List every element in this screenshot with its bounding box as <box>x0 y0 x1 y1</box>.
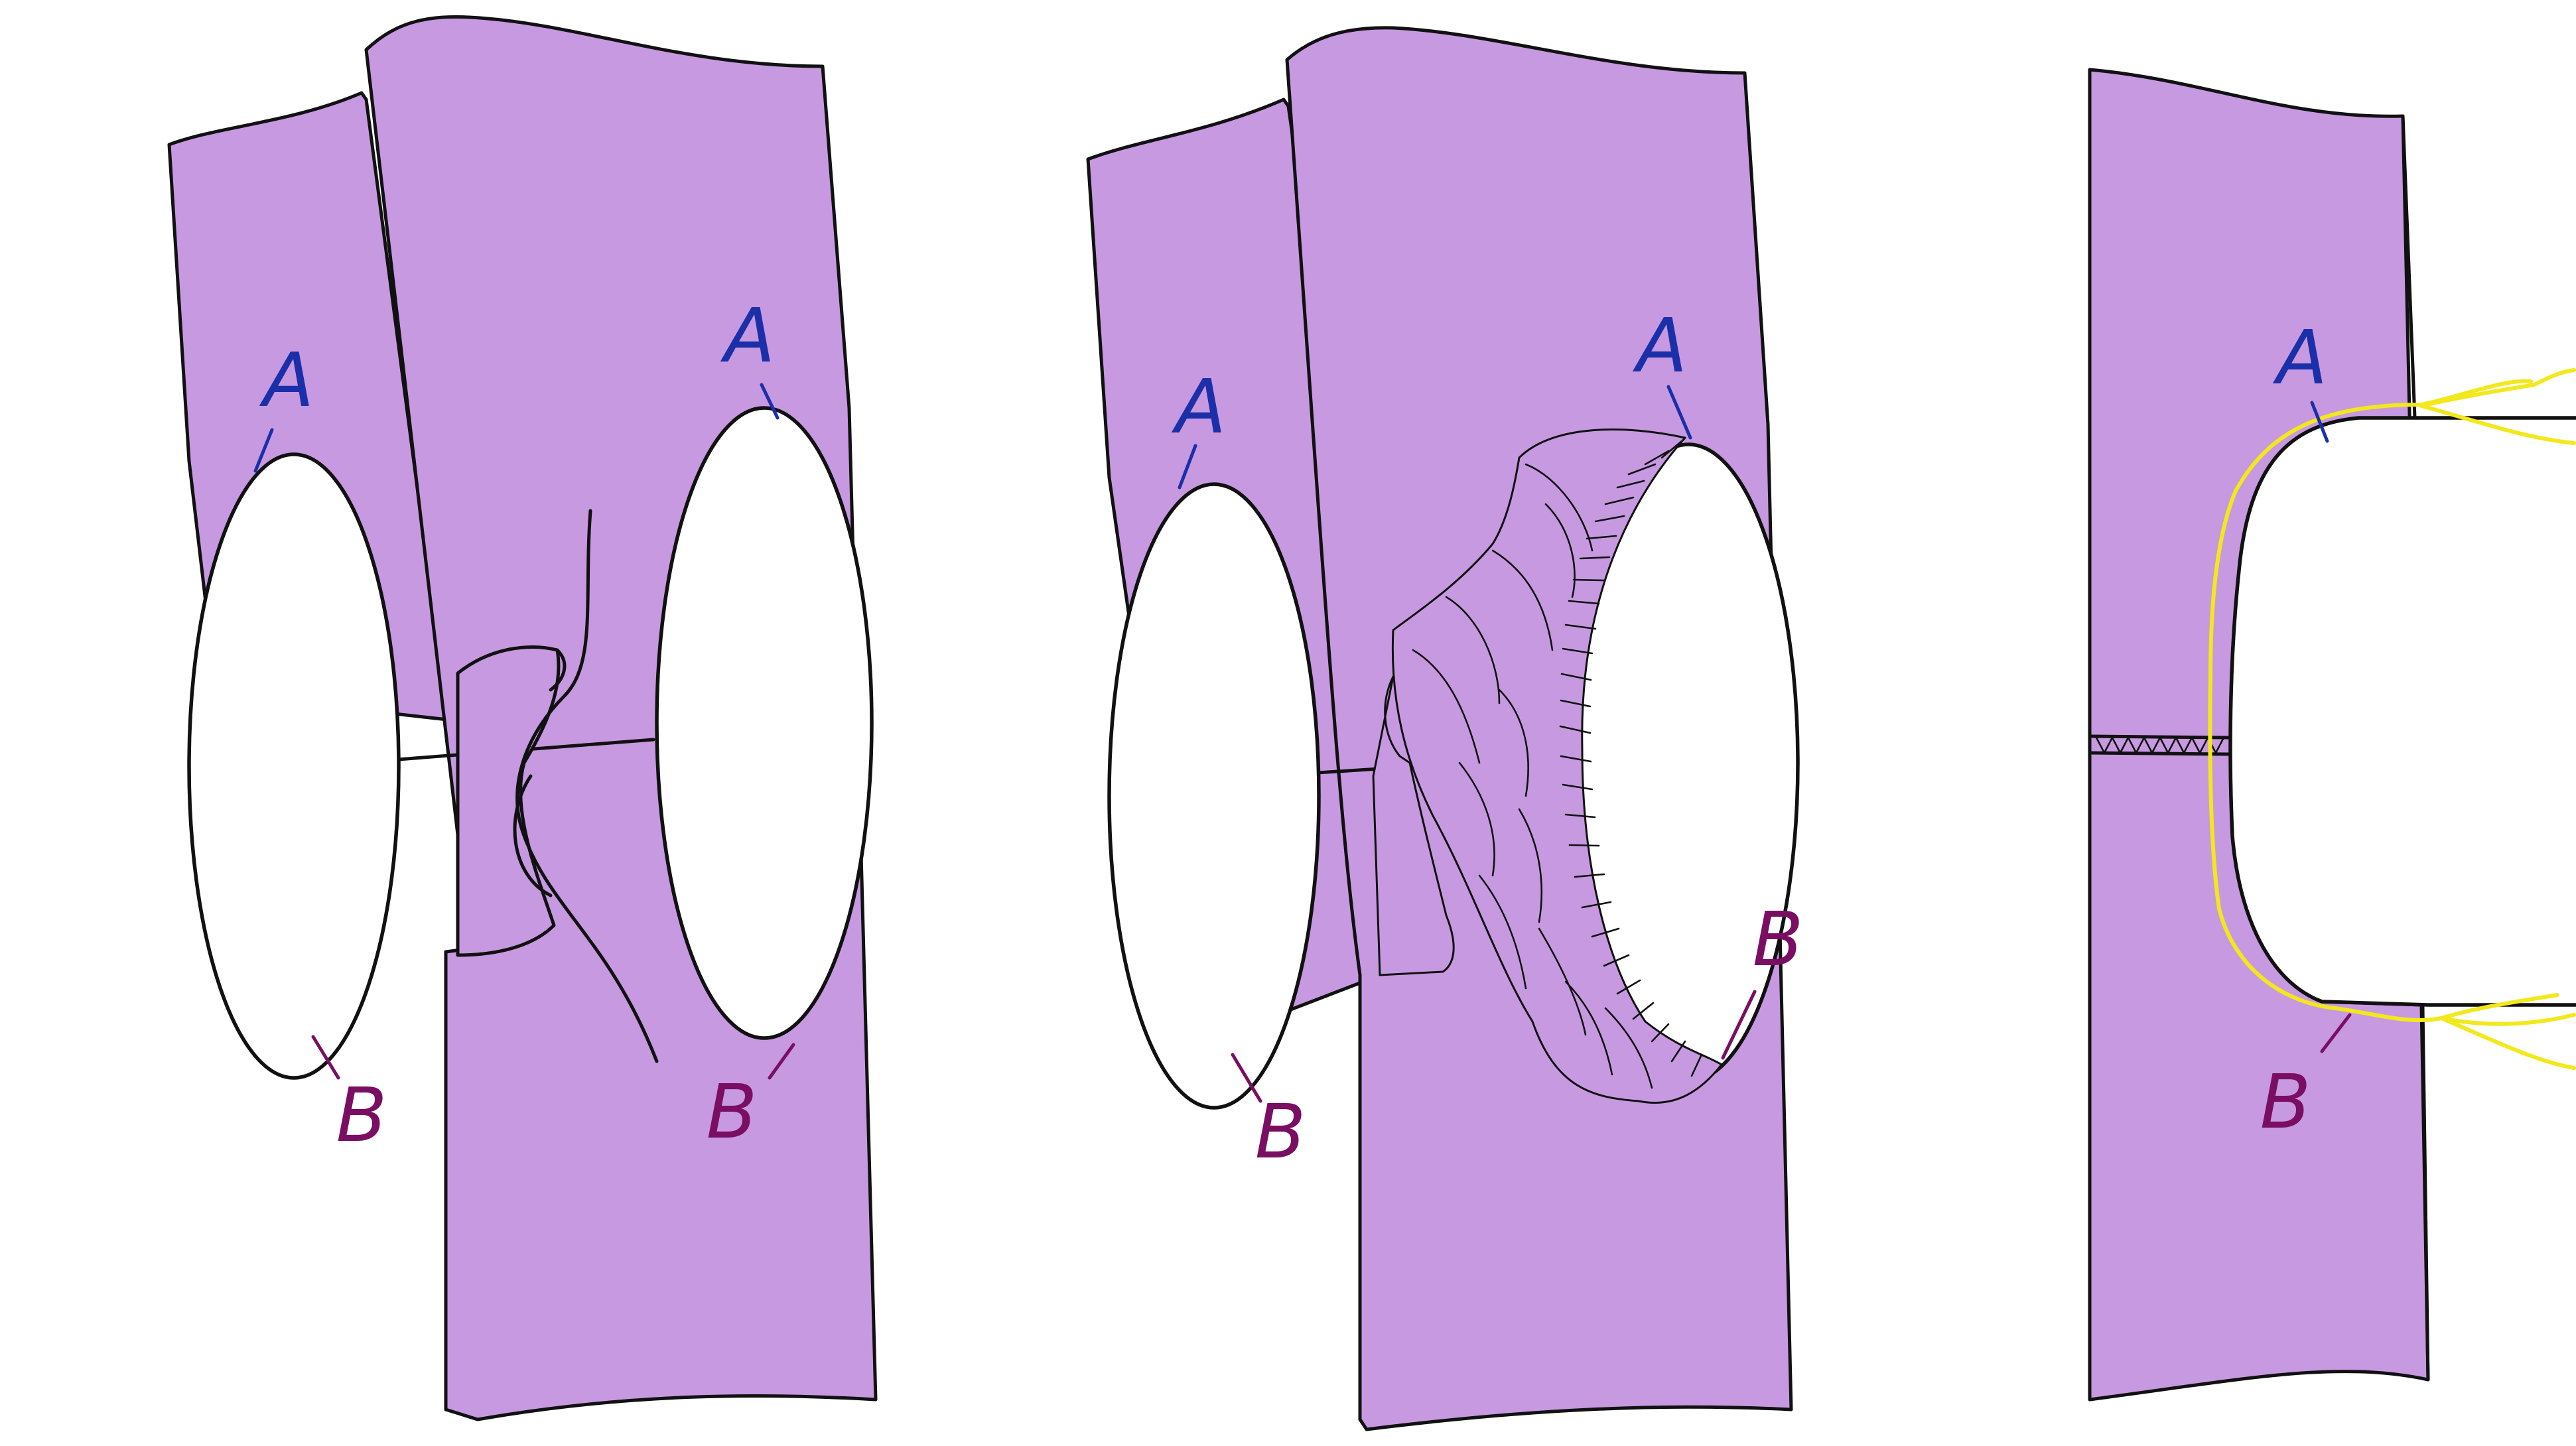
label-a-p3: A <box>2273 315 2328 401</box>
leader-a <box>1666 385 1692 440</box>
leader-b <box>2320 1013 2352 1053</box>
right-fabric-edge <box>2401 114 2430 1382</box>
leader-b <box>1231 1053 1262 1103</box>
twisted-fabric-strip <box>456 645 561 957</box>
label-b-p1-right: B <box>707 1069 758 1155</box>
label-b-p1-left: B <box>336 1073 387 1159</box>
strip-inner-fold <box>549 648 567 692</box>
label-b-p2-left: B <box>1255 1089 1306 1175</box>
label-a-p2-right: A <box>1633 303 1688 389</box>
armhole-cutout-right <box>655 406 874 1040</box>
label-a-p1-right: A <box>720 293 776 379</box>
leader-a <box>1178 444 1197 490</box>
label-b-p2-right: B <box>1753 897 1804 983</box>
armhole-cutout-left <box>1107 482 1321 1110</box>
armhole-edge-line <box>2228 416 2423 1007</box>
finished-armhole-cutout <box>2228 416 2576 1007</box>
leader-a <box>2310 401 2329 443</box>
yellow-gathering-thread <box>2208 379 2559 1023</box>
label-b-p3: B <box>2260 1059 2311 1146</box>
strip-twist-line <box>513 774 553 897</box>
leader-b <box>1721 990 1757 1060</box>
ruffle-fold-under <box>1372 675 1455 976</box>
label-a-p1-left: A <box>259 338 314 424</box>
leader-b <box>311 1035 340 1080</box>
step-3-panel <box>2088 68 2576 1402</box>
leader-b <box>768 1043 795 1080</box>
thread-tail-top <box>2419 368 2576 445</box>
thread-tail-bottom <box>2439 1013 2576 1070</box>
leader-a <box>760 383 780 420</box>
armhole-cutout-left <box>187 452 401 1080</box>
step-2-panel <box>1086 26 1800 1431</box>
gathered-ruffle <box>1391 428 1723 1104</box>
point-labels: A A B B A A B B A B <box>259 293 2328 1175</box>
leader-a <box>253 428 274 473</box>
front-fabric-piece <box>364 15 878 1421</box>
zigzag-stitch-seam <box>2088 734 2231 756</box>
step-1-panel <box>167 15 878 1421</box>
label-leaders <box>253 383 2352 1103</box>
tail-fold-line <box>515 509 659 1063</box>
gather-ticks <box>1559 440 1703 1077</box>
gather-pleat-lines <box>1412 463 1653 1089</box>
label-a-p2-left: A <box>1172 364 1227 450</box>
